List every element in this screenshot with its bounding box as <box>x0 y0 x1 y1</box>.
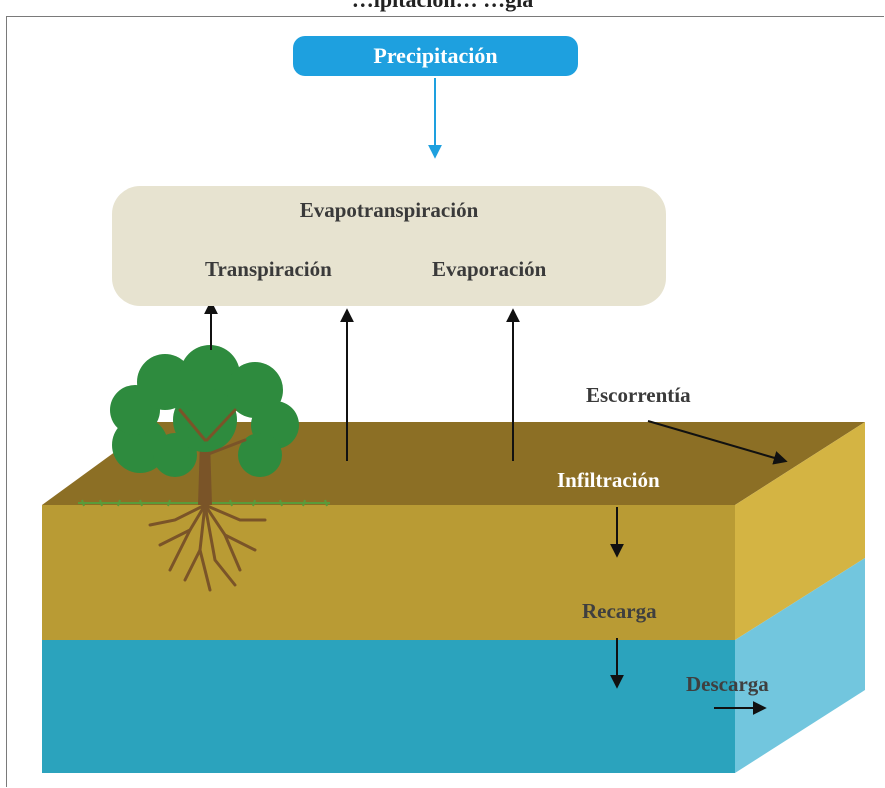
recharge-label: Recarga <box>582 599 657 623</box>
diagram-frame <box>6 16 884 787</box>
evapotranspiration-node: Evapotranspiración Transpiración Evapora… <box>112 186 666 306</box>
evapotranspiration-label: Evapotranspiración <box>299 198 479 222</box>
infiltration-label: Infiltración <box>557 468 660 492</box>
evaporation-label: Evaporación <box>432 257 547 281</box>
runoff-label: Escorrentía <box>586 383 691 407</box>
tree <box>110 345 299 592</box>
transpiration-label: Transpiración <box>205 257 332 281</box>
arrow-runoff <box>647 420 788 465</box>
soil-layer-side <box>735 422 865 640</box>
aquifer-layer-front <box>42 640 735 773</box>
tree-canopy <box>110 345 299 477</box>
soil-layer-front <box>42 505 735 642</box>
tree-branches <box>178 408 247 457</box>
diagram-title: …ipitación… …gía <box>0 0 885 13</box>
discharge-label: Descarga <box>686 672 769 696</box>
precipitation-node: Precipitación <box>293 36 578 76</box>
aquifer-layer-side <box>735 558 865 773</box>
tree-roots <box>148 503 267 592</box>
